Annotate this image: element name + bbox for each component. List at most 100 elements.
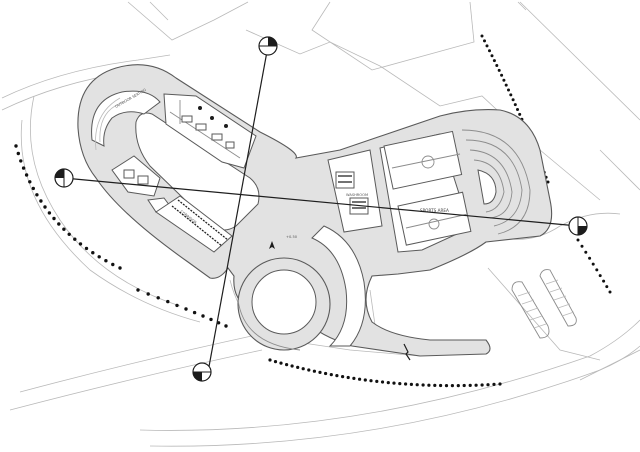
tree-dot-icon bbox=[509, 93, 513, 97]
tree-dot-icon bbox=[462, 383, 466, 388]
section-marker-icon bbox=[54, 168, 74, 188]
tree-dot-icon bbox=[502, 78, 506, 82]
tree-dot-icon bbox=[456, 384, 460, 388]
tree-dot-icon bbox=[516, 108, 519, 111]
section-marker-icon bbox=[192, 362, 212, 382]
tree-dot-icon bbox=[518, 112, 522, 116]
tree-dot-icon bbox=[84, 246, 89, 251]
tree-dot-icon bbox=[290, 364, 294, 368]
tree-dot-icon bbox=[375, 379, 379, 383]
tree-dot-icon bbox=[450, 384, 454, 388]
washroom-block: WASHROOM bbox=[327, 149, 383, 233]
tree-dot-icon bbox=[608, 290, 612, 294]
tree-dot-icon bbox=[480, 34, 484, 38]
tree-dot-icon bbox=[474, 383, 478, 387]
tree-dot-icon bbox=[136, 288, 140, 292]
counter bbox=[211, 133, 223, 141]
tree-dot-icon bbox=[602, 279, 606, 283]
tree-dot-icon bbox=[500, 73, 504, 77]
counter bbox=[195, 123, 207, 131]
tree-dot-icon bbox=[62, 227, 66, 231]
tree-dot-icon bbox=[39, 199, 43, 203]
fixture-dot bbox=[210, 116, 214, 120]
tree-dot-icon bbox=[346, 375, 350, 380]
break-symbol bbox=[403, 343, 411, 361]
tree-dot-icon bbox=[324, 371, 328, 376]
tree-dot-icon bbox=[492, 382, 496, 386]
fixture-dot bbox=[198, 106, 202, 110]
level-mark: +0.50 bbox=[286, 235, 298, 239]
basketball-court bbox=[383, 130, 463, 190]
tree-dot-icon bbox=[307, 368, 311, 372]
tree-dot-icon bbox=[588, 256, 592, 260]
tree-dot-icon bbox=[16, 151, 20, 156]
tree-dot-icon bbox=[398, 382, 402, 386]
desk bbox=[137, 175, 149, 185]
tree-dot-icon bbox=[507, 88, 510, 92]
tree-dot-icon bbox=[490, 54, 494, 58]
tree-dot-icon bbox=[329, 373, 333, 377]
tree-dot-icon bbox=[341, 375, 345, 379]
counter bbox=[181, 115, 193, 123]
cafe-block bbox=[163, 93, 257, 169]
tree-dot-icon bbox=[111, 262, 115, 267]
washroom-label: WASHROOM bbox=[346, 193, 368, 197]
tree-dot-icon bbox=[156, 296, 160, 300]
tree-dot-icon bbox=[483, 39, 486, 43]
tree-dot-icon bbox=[47, 211, 52, 215]
tree-dot-icon bbox=[73, 237, 77, 241]
section-marker-icon bbox=[568, 216, 588, 236]
tree-dot-icon bbox=[439, 383, 443, 388]
tree-dot-icon bbox=[21, 166, 26, 170]
counter bbox=[225, 141, 235, 149]
north-arrow-icon bbox=[269, 241, 275, 249]
sports-area: SPORTS AREA bbox=[379, 130, 472, 253]
tree-dot-icon bbox=[595, 268, 599, 272]
tree-dot-icon bbox=[57, 222, 61, 226]
tree-dot-icon bbox=[584, 250, 588, 254]
fixture-dot bbox=[224, 124, 228, 128]
tree-dot-icon bbox=[35, 193, 39, 197]
tree-dot-icon bbox=[224, 324, 228, 328]
tree-dot-icon bbox=[67, 232, 71, 236]
tree-dot-icon bbox=[427, 383, 431, 387]
tree-dot-icon bbox=[146, 292, 150, 296]
parking-bays bbox=[511, 269, 577, 339]
toilet-cubicle bbox=[335, 171, 355, 189]
tree-dot-icon bbox=[433, 383, 437, 387]
tree-dot-icon bbox=[14, 144, 18, 148]
tree-dot-icon bbox=[273, 360, 278, 364]
tree-dot-icon bbox=[480, 383, 484, 387]
tree-dot-icon bbox=[24, 173, 29, 177]
tree-dot-icon bbox=[52, 216, 56, 221]
tiered-seating-arcs bbox=[461, 129, 531, 235]
tree-dot-icon bbox=[318, 370, 322, 374]
tree-dot-icon bbox=[209, 317, 213, 322]
tree-dot-icon bbox=[78, 242, 83, 246]
tree-dot-icon bbox=[166, 299, 170, 304]
tree-dot-icon bbox=[504, 83, 508, 87]
tree-dot-icon bbox=[192, 310, 197, 315]
tree-dot-icon bbox=[31, 186, 35, 191]
tree-dot-icon bbox=[363, 378, 367, 382]
tree-dot-icon bbox=[352, 376, 356, 380]
outdoor-seating-area: OUTDOOR SEATING bbox=[91, 88, 161, 151]
tree-dot-icon bbox=[444, 384, 449, 388]
tree-dot-icon bbox=[605, 285, 609, 289]
tree-dot-icon bbox=[404, 382, 408, 386]
tree-dot-icon bbox=[421, 383, 425, 387]
tree-dot-icon bbox=[184, 307, 188, 311]
tree-dot-icon bbox=[598, 274, 602, 278]
tree-dot-icon bbox=[91, 251, 95, 255]
tree-dot-icon bbox=[296, 365, 300, 369]
tree-dot-icon bbox=[488, 49, 491, 53]
tree-dot-icon bbox=[358, 377, 362, 381]
section-marker-icon bbox=[258, 36, 278, 56]
tree-dot-icon bbox=[301, 367, 305, 371]
tree-dot-icon bbox=[386, 381, 390, 385]
tree-dot-icon bbox=[175, 303, 179, 308]
tree-dot-icon bbox=[118, 266, 122, 270]
tree-dot-icon bbox=[468, 383, 472, 387]
tree-dot-icon bbox=[580, 244, 584, 248]
